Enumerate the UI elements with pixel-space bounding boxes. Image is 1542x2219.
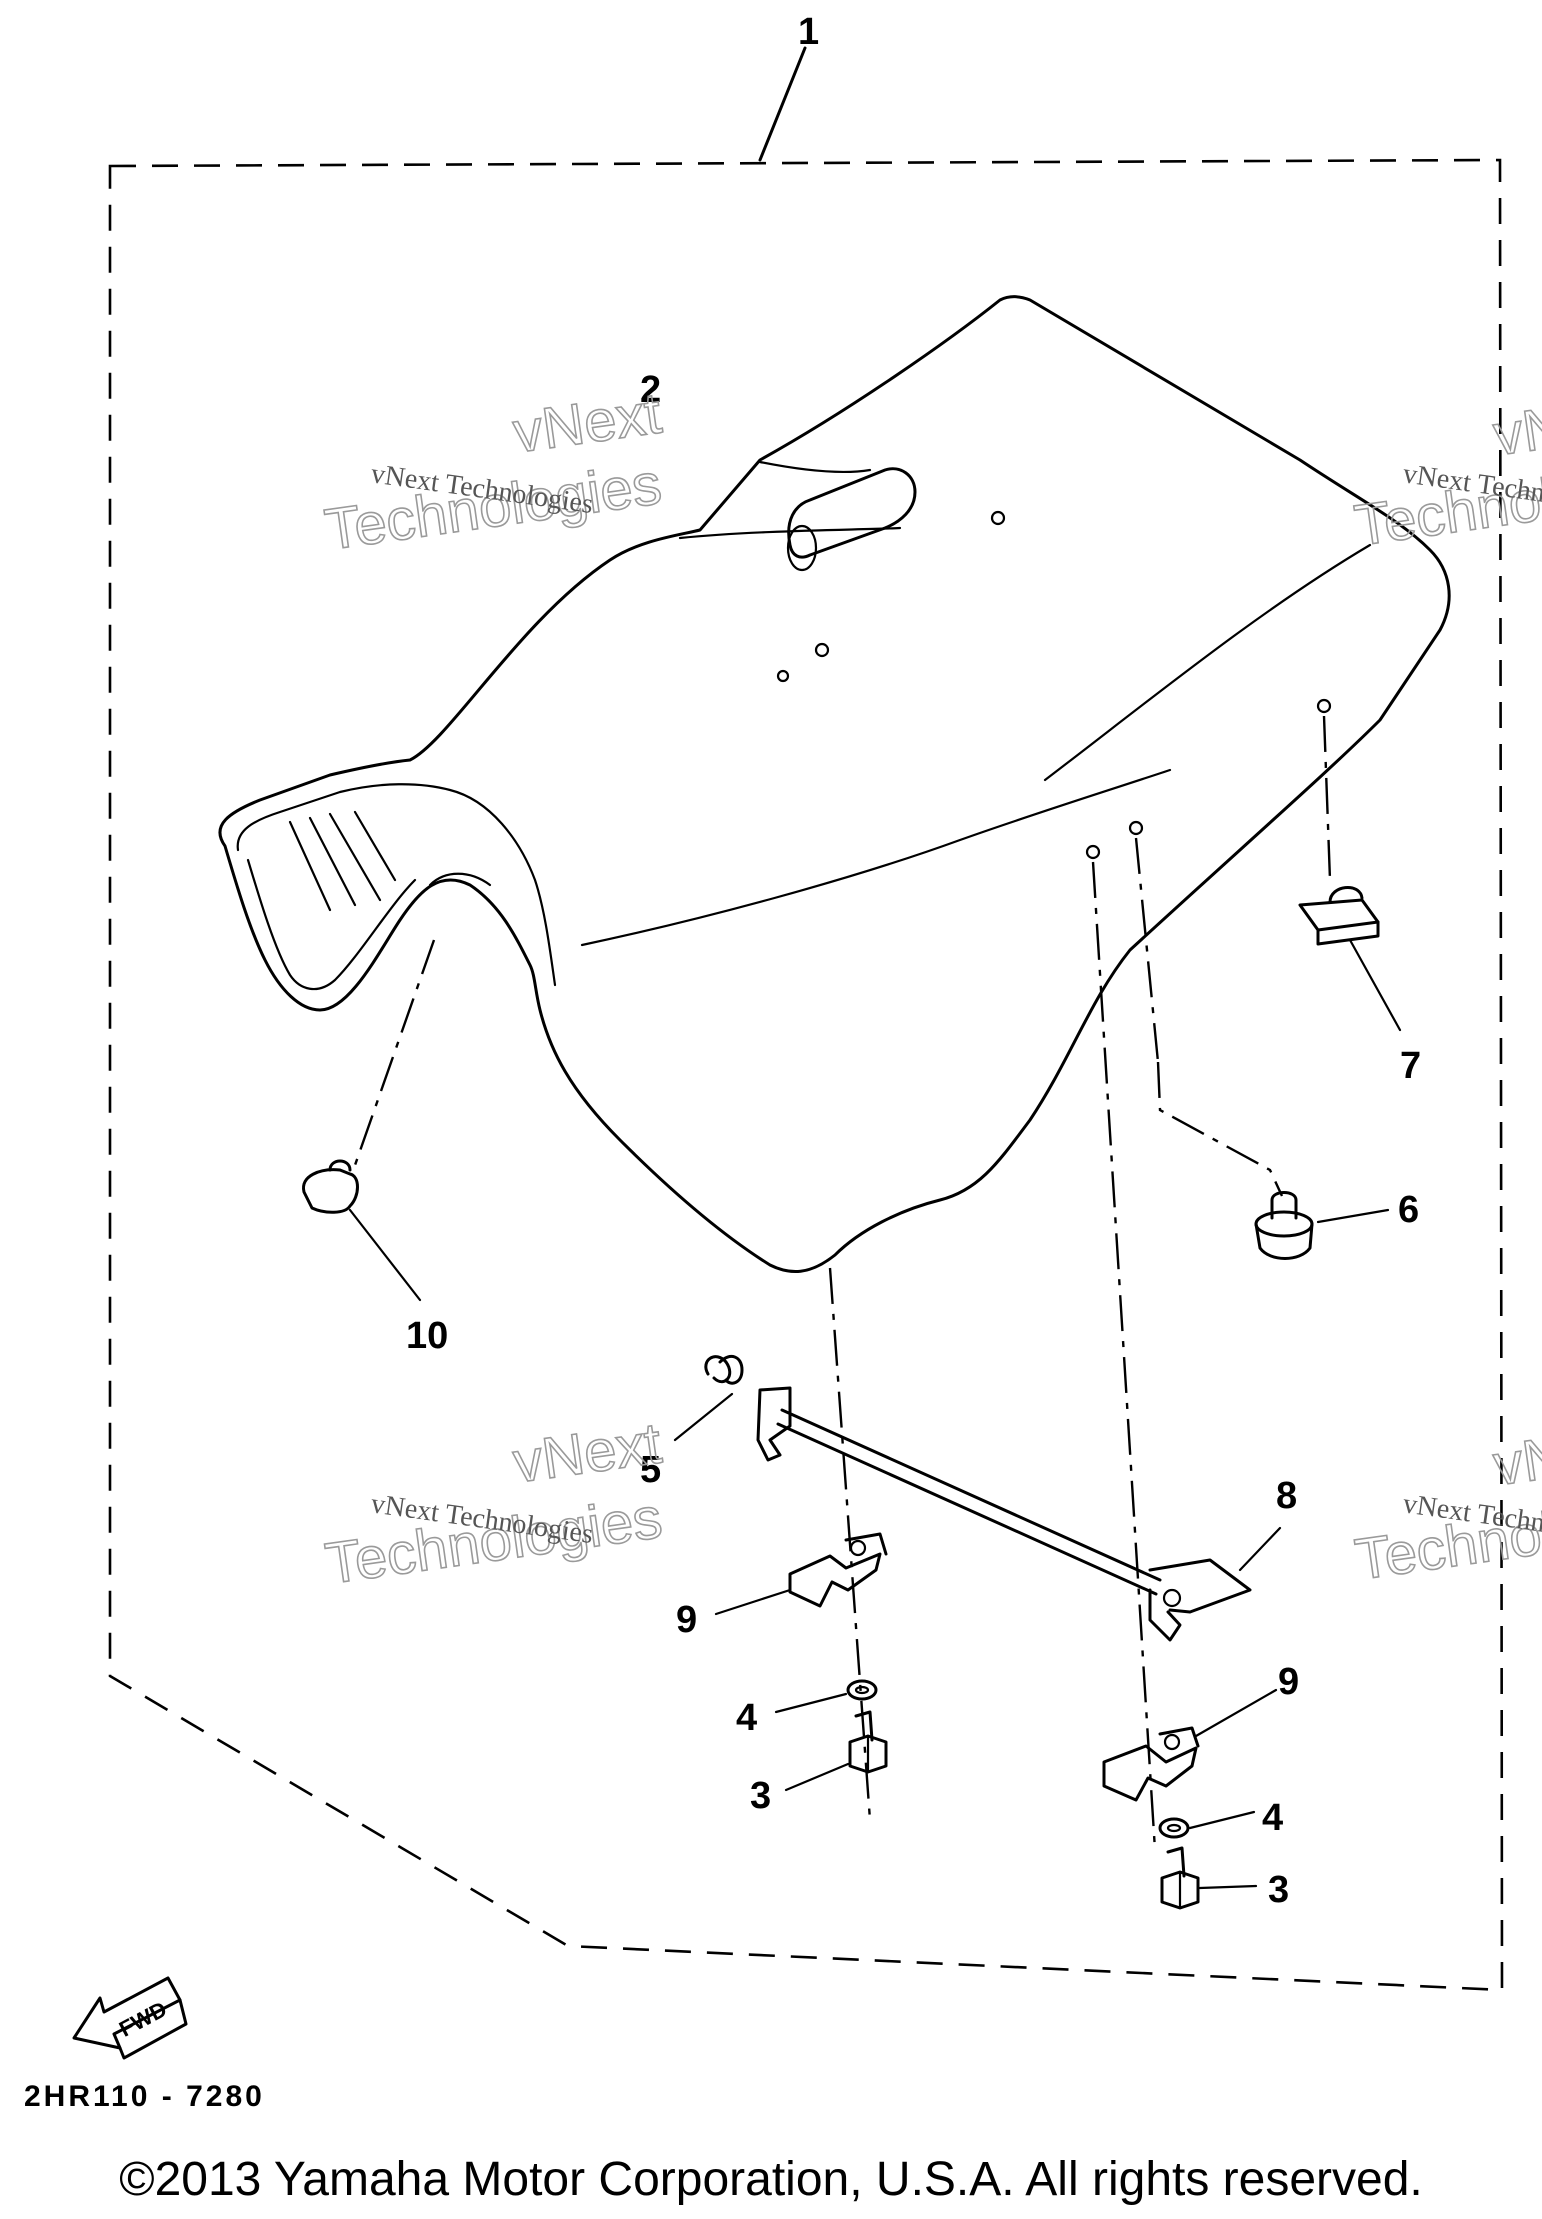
leader-4-left	[774, 1692, 848, 1714]
diagram-code: 2HR110 - 7280	[24, 2080, 265, 2113]
leader-3-right	[1198, 1884, 1258, 1890]
callout-7: 7	[1400, 1045, 1421, 1087]
fwd-arrow-icon: FWD	[72, 1976, 188, 2060]
leader-1	[758, 46, 807, 162]
leader-5	[673, 1392, 734, 1442]
rod-8	[756, 1386, 1252, 1642]
axis-bracket-right	[1091, 861, 1157, 1851]
leader-10	[348, 1208, 422, 1302]
callout-10: 10	[406, 1315, 448, 1357]
bolt-3-right	[1160, 1846, 1200, 1910]
callout-8: 8	[1276, 1475, 1297, 1517]
washer-4-left	[846, 1679, 878, 1701]
bracket-9-left	[788, 1532, 888, 1608]
callout-4-left: 4	[736, 1697, 757, 1739]
callout-9-left: 9	[676, 1599, 697, 1641]
axis-damper-10	[352, 939, 436, 1169]
leader-4-right	[1188, 1810, 1256, 1830]
callout-1: 1	[798, 11, 819, 53]
callout-9-right: 9	[1278, 1661, 1299, 1703]
bracket-9-right	[1102, 1726, 1200, 1802]
leader-9-left	[714, 1588, 792, 1616]
clip-5	[704, 1354, 744, 1385]
damper-10	[302, 1159, 359, 1214]
axis-damper-7	[1322, 715, 1332, 881]
svg-text:vNext: vNext	[1490, 383, 1542, 468]
callout-3-right: 3	[1268, 1869, 1289, 1911]
watermark-bottom-left: vNext Technologies	[321, 1410, 667, 1598]
damper-6	[1254, 1191, 1314, 1260]
axis-damper-6-b	[1156, 1061, 1284, 1197]
leader-6	[1316, 1208, 1390, 1224]
leader-8	[1238, 1526, 1282, 1572]
leader-3-left	[784, 1762, 850, 1792]
callout-5: 5	[640, 1449, 661, 1491]
leader-7	[1348, 938, 1402, 1032]
callout-3-left: 3	[750, 1775, 771, 1817]
callout-4-right: 4	[1262, 1797, 1283, 1839]
svg-text:vNext: vNext	[1490, 1413, 1542, 1498]
washer-4-right	[1158, 1817, 1190, 1839]
leader-9-right	[1194, 1688, 1278, 1738]
axis-bracket-left	[828, 1267, 872, 1821]
axis-damper-6	[1134, 837, 1160, 1063]
damper-7	[1298, 886, 1380, 946]
callout-2: 2	[640, 369, 661, 411]
watermark-top-left: vNext Technologies	[320, 380, 666, 564]
seat	[218, 295, 1451, 1274]
bolt-3-left	[848, 1710, 888, 1774]
callout-6: 6	[1398, 1189, 1419, 1231]
assembly-boundary	[108, 158, 1504, 1992]
copyright-notice: ©2013 Yamaha Motor Corporation, U.S.A. A…	[119, 2153, 1423, 2206]
